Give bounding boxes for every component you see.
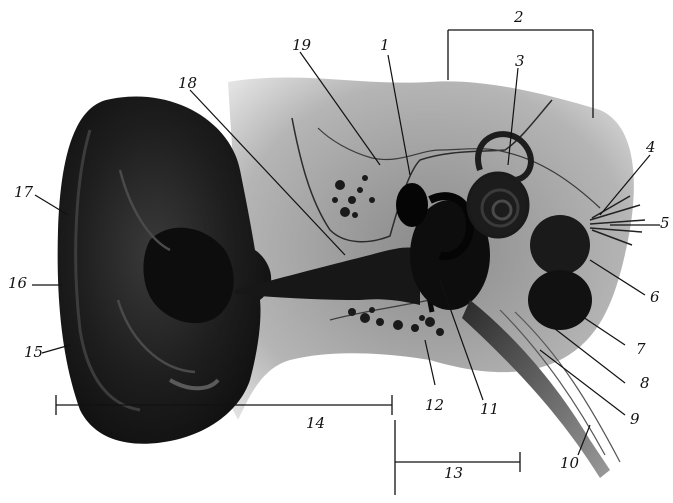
label-17: 17 (14, 185, 33, 200)
label-16: 16 (8, 276, 27, 291)
label-5: 5 (660, 216, 670, 231)
label-15: 15 (24, 345, 43, 360)
bracket-middle-ear (395, 420, 520, 495)
label-18: 18 (178, 76, 197, 91)
label-12: 12 (425, 398, 444, 413)
label-7: 7 (636, 342, 646, 357)
label-11: 11 (480, 402, 499, 417)
label-8: 8 (640, 376, 650, 391)
inner-ear-chamber (528, 270, 592, 330)
cochlea (468, 173, 528, 237)
ossicle-malleus-head (396, 183, 428, 227)
label-14: 14 (306, 416, 325, 431)
label-19: 19 (292, 38, 311, 53)
label-13: 13 (444, 466, 463, 481)
label-4: 4 (646, 140, 656, 155)
label-9: 9 (630, 412, 640, 427)
label-1: 1 (380, 38, 390, 53)
label-3: 3 (515, 54, 525, 69)
label-10: 10 (560, 456, 579, 471)
label-6: 6 (650, 290, 660, 305)
vestibule (530, 215, 590, 275)
label-2: 2 (514, 10, 524, 25)
